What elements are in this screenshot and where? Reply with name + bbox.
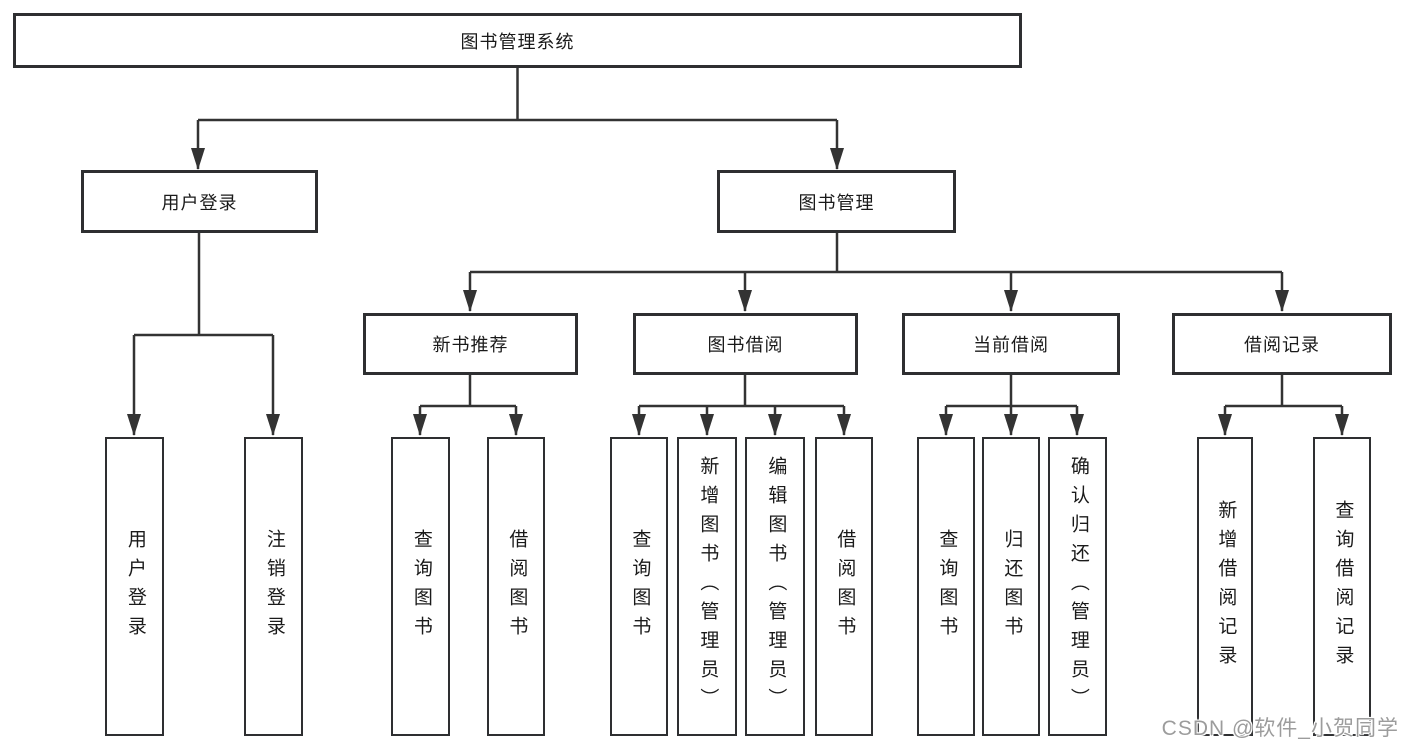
node-label: 图书管理 [798, 192, 875, 213]
node-query-borrow-record: 查询借阅记录 [1313, 437, 1371, 736]
node-label: 借阅记录 [1244, 335, 1320, 355]
node-book-management: 图书管理 [717, 170, 956, 233]
node-label: 新增图书（管理员） [697, 456, 719, 717]
node-label: 新增借阅记录 [1215, 499, 1237, 674]
node-query-books-current: 查询图书 [917, 437, 975, 736]
node-label: 用户登录 [124, 528, 146, 645]
node-confirm-return-admin: 确认归还（管理员） [1048, 437, 1107, 736]
node-logout-leaf: 注销登录 [244, 437, 303, 736]
node-label: 查询借阅记录 [1332, 499, 1354, 674]
node-label: 编辑图书（管理员） [765, 456, 787, 717]
node-label: 查询图书 [410, 528, 432, 645]
node-label: 查询图书 [629, 528, 651, 645]
node-label: 图书管理系统 [460, 31, 575, 52]
node-borrow-books-recommend: 借阅图书 [487, 437, 545, 736]
csdn-watermark: CSDN @软件_小贺同学 [1161, 717, 1399, 740]
node-add-book-admin: 新增图书（管理员） [677, 437, 737, 736]
node-query-books-recommend: 查询图书 [391, 437, 450, 736]
node-label: 借阅图书 [834, 528, 856, 645]
node-borrowing-records: 借阅记录 [1172, 313, 1392, 375]
node-book-borrowing: 图书借阅 [633, 313, 858, 375]
node-label: 查询图书 [936, 528, 958, 645]
node-label: 新书推荐 [432, 335, 509, 355]
node-label: 归还图书 [1001, 528, 1023, 645]
node-new-book-recommendation: 新书推荐 [363, 313, 578, 375]
connector-skeleton [134, 68, 1342, 408]
node-borrow-books-leaf: 借阅图书 [815, 437, 873, 736]
node-return-books: 归还图书 [982, 437, 1040, 736]
node-label: 注销登录 [263, 528, 285, 645]
node-label: 图书借阅 [707, 335, 784, 355]
node-add-borrow-record: 新增借阅记录 [1197, 437, 1253, 736]
node-current-borrowing: 当前借阅 [902, 313, 1120, 375]
node-label: 借阅图书 [506, 528, 528, 645]
node-label: 确认归还（管理员） [1067, 456, 1089, 717]
node-user-login: 用户登录 [81, 170, 318, 233]
node-label: 用户登录 [161, 192, 238, 213]
node-label: 当前借阅 [973, 335, 1049, 355]
node-user-login-leaf: 用户登录 [105, 437, 164, 736]
node-edit-book-admin: 编辑图书（管理员） [745, 437, 805, 736]
node-library-management-system: 图书管理系统 [13, 13, 1022, 68]
node-query-books-borrowing: 查询图书 [610, 437, 668, 736]
